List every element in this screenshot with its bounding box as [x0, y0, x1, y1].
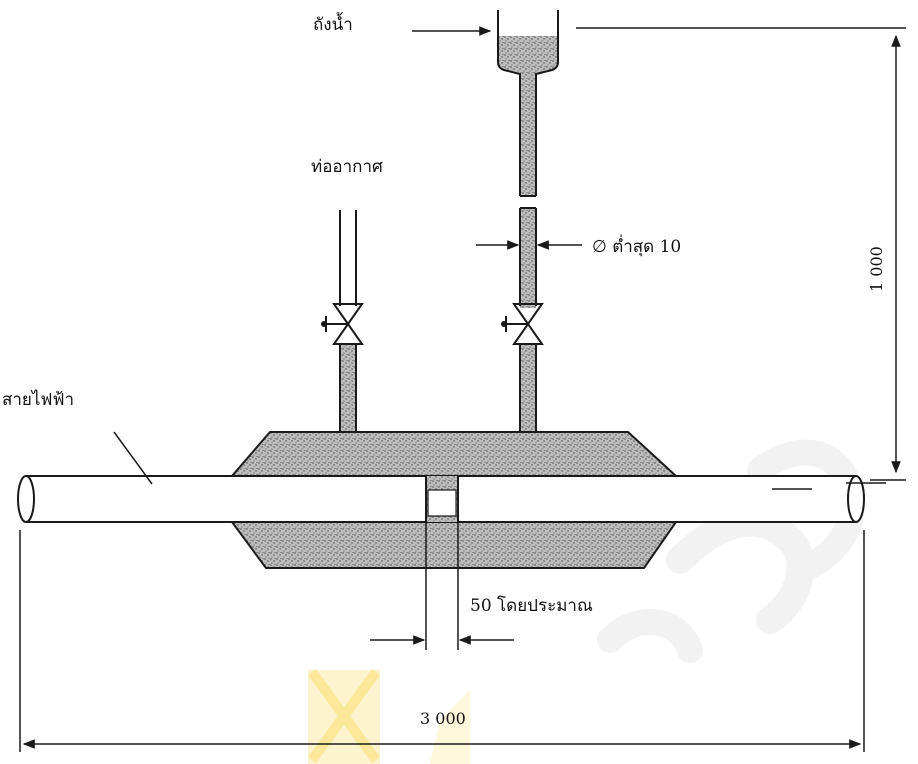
- cable-leader: [113, 431, 153, 485]
- water-chamber: [229, 431, 679, 569]
- air-pipe-label: ท่ออากาศ: [311, 157, 383, 177]
- min-diameter-label: ∅ ต่ำสุด 10: [592, 234, 681, 257]
- height-dimension-label: 1 000: [867, 246, 886, 292]
- water-pipe: [519, 207, 537, 434]
- cable-right: [457, 475, 886, 523]
- air-valve-icon: [321, 303, 364, 345]
- cable-left: [17, 475, 427, 523]
- water-tank-label: ถังน้ำ: [313, 12, 353, 35]
- cable-label: สายไฟฟ้า: [2, 389, 74, 410]
- length-dimension-label: 3 000: [420, 709, 466, 728]
- air-pipe: [339, 210, 357, 434]
- cable-gap: [427, 489, 457, 517]
- water-valve-icon: [501, 303, 544, 345]
- water-tank: [497, 10, 559, 197]
- gap-label: 50 โดยประมาณ: [470, 595, 593, 616]
